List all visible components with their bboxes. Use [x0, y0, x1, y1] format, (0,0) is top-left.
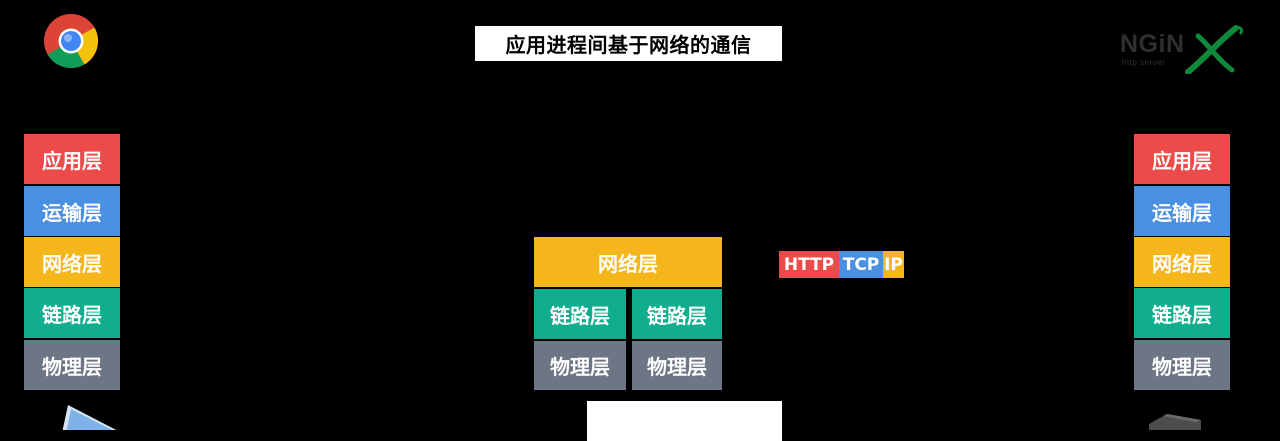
packet-tcp-segment: TCP — [839, 251, 883, 278]
client-application-layer: 应用层 — [24, 134, 120, 184]
client-physical-layer: 物理层 — [24, 340, 120, 390]
client-transport-layer: 运输层 — [24, 186, 120, 236]
nginx-x-icon — [1185, 25, 1244, 74]
client-link-layer: 链路层 — [24, 288, 120, 338]
router-physical-layer-a: 物理层 — [534, 341, 626, 390]
router-link-layer-b: 链路层 — [632, 289, 722, 339]
diagram-title: 应用进程间基于网络的通信 — [475, 26, 782, 61]
server-physical-layer: 物理层 — [1134, 340, 1230, 390]
packet-http-segment: HTTP — [779, 251, 839, 278]
nginx-logo: NGiN http server — [1118, 22, 1248, 74]
laptop-icon — [62, 405, 117, 430]
router-device — [587, 401, 782, 441]
packet-ip-segment: IP — [883, 251, 904, 278]
router-link-layer-a: 链路层 — [534, 289, 626, 339]
nginx-wordmark: NGiN — [1120, 30, 1185, 58]
server-network-layer: 网络层 — [1134, 237, 1230, 287]
router-network-layer: 网络层 — [534, 237, 722, 287]
server-transport-layer: 运输层 — [1134, 186, 1230, 236]
server-icon — [1149, 414, 1201, 430]
router-physical-layer-b: 物理层 — [632, 341, 722, 390]
server-link-layer: 链路层 — [1134, 288, 1230, 338]
client-network-layer: 网络层 — [24, 237, 120, 287]
server-application-layer: 应用层 — [1134, 134, 1230, 184]
chrome-icon — [44, 14, 99, 69]
nginx-tagline: http server — [1122, 58, 1166, 67]
